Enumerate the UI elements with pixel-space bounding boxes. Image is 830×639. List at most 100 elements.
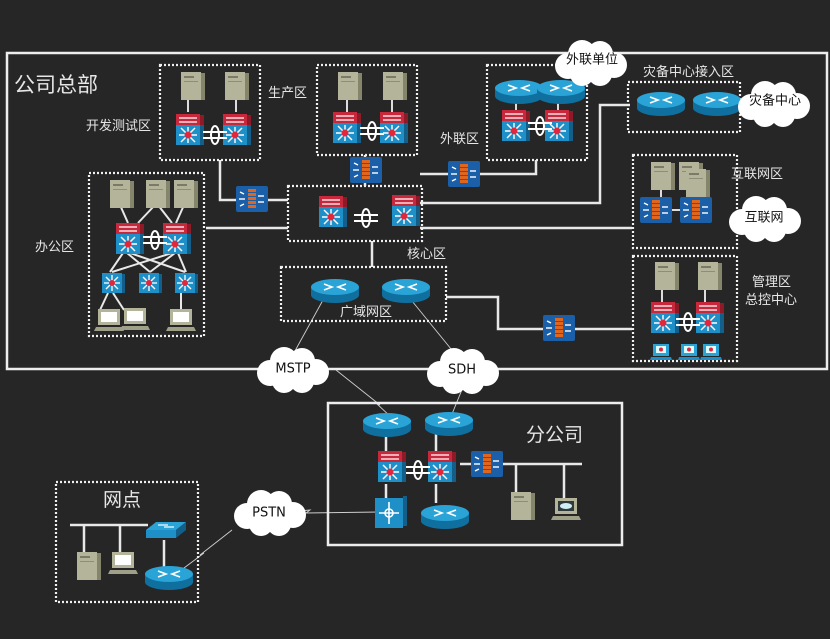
l3-switch-icon [377, 450, 407, 483]
firewall-icon [470, 450, 504, 478]
zone-label-office: 办公区 [35, 240, 75, 255]
cloud-label-pstn: PSTN [252, 505, 286, 521]
zone-production-box [315, 63, 419, 157]
router-icon [692, 91, 742, 117]
management-terminal-icon [678, 344, 700, 360]
router-icon [424, 411, 474, 437]
router-icon [636, 91, 686, 117]
server-icon [146, 180, 170, 208]
l3-switch-icon [222, 113, 252, 146]
zone-label-internet: 互联网区 [731, 167, 784, 182]
office-devices [94, 180, 199, 331]
dev-test-devices [175, 72, 252, 146]
zone-label-wan: 广域网区 [340, 305, 393, 320]
zone-dev-test-box [158, 63, 262, 162]
router-icon [494, 79, 544, 105]
zone-label-dr-access: 灾备中心接入区 [643, 65, 735, 80]
l3-switch-icon [115, 222, 145, 255]
cloud-label-sdh: SDH [447, 362, 477, 378]
multilayer-switch-icon [374, 495, 408, 529]
access-switch-icon [174, 272, 199, 294]
router-icon [144, 565, 194, 591]
zone-internet-box [631, 153, 739, 250]
zone-label-branch: 分公司 [526, 424, 584, 446]
server-icon [110, 180, 134, 208]
zone-core-box [286, 184, 424, 243]
production-devices [332, 72, 409, 144]
zone-outlet-box [54, 480, 200, 604]
branch-frame [326, 401, 624, 547]
l3-switch-icon [427, 450, 457, 483]
firewall-icon [447, 160, 481, 188]
firewall-icon [349, 156, 383, 184]
management-terminal-icon [700, 344, 722, 360]
l3-switch-icon [318, 195, 348, 228]
l3-switch-icon [544, 109, 574, 142]
server-icon [225, 72, 249, 100]
wan-links [175, 299, 471, 575]
terminal-icon [551, 498, 581, 520]
server-icon [698, 262, 722, 290]
zone-label-core: 核心区 [407, 247, 447, 262]
workstation-icon [166, 309, 196, 331]
firewall-icon [542, 314, 576, 342]
zone-label-outlet: 网点 [103, 489, 142, 511]
external-devices [494, 79, 586, 142]
zone-boxes [54, 63, 742, 604]
l3-switch-icon [379, 111, 409, 144]
l3-switch-icon [695, 301, 725, 334]
l3-switch-icon [501, 109, 531, 142]
server-icon [338, 72, 362, 100]
workstation-icon [94, 309, 124, 331]
server-icon [77, 552, 101, 580]
firewall-icon [679, 196, 713, 224]
lan-switch-icon [145, 521, 187, 539]
internet-zone-devices [639, 162, 713, 224]
router-icon [381, 278, 431, 304]
server-icon [651, 162, 675, 190]
zone-label-external: 外联区 [440, 132, 480, 147]
l3-switch-icon [391, 194, 421, 227]
access-switch-icon [101, 272, 126, 294]
cloud-label-mstp: MSTP [275, 361, 311, 377]
zone-label-dev-test: 开发测试区 [86, 119, 152, 134]
workstation-icon [108, 552, 138, 574]
outlet-devices [77, 521, 194, 591]
server-icon [174, 180, 198, 208]
firewall-icon [639, 196, 673, 224]
workstation-icon [120, 308, 150, 330]
l3-switch-icon [175, 113, 205, 146]
cloud-label-internet: 互联网 [744, 210, 784, 226]
access-switch-icon [138, 272, 163, 294]
firewall-icon [235, 185, 269, 213]
server-icon [655, 262, 679, 290]
links [70, 103, 632, 568]
server-icon [383, 72, 407, 100]
router-icon [362, 412, 412, 438]
zone-office-box [87, 171, 206, 338]
link-bundle-icon [405, 460, 431, 480]
core-devices [318, 194, 421, 228]
hq-frame [5, 51, 829, 371]
zone-wan-box [279, 265, 448, 323]
router-icon [420, 504, 470, 530]
l3-switch-icon [332, 111, 362, 144]
link-bundle-icon [353, 208, 379, 228]
zone-external-box [485, 63, 589, 162]
management-devices [650, 262, 725, 360]
zone-label-production: 生产区 [268, 86, 308, 101]
branch-devices [362, 411, 581, 530]
cloud-label-partner: 外联单位 [565, 52, 619, 68]
zone-management-box [631, 254, 739, 363]
l3-switch-icon [162, 222, 192, 255]
server-icon [511, 492, 535, 520]
l3-switch-icon [650, 301, 680, 334]
management-terminal-icon [650, 344, 672, 360]
router-icon [310, 278, 360, 304]
hq-title: 公司总部 [14, 73, 98, 97]
zone-label-management: 管理区 [752, 275, 792, 290]
zone-label-control-center: 总控中心 [745, 293, 798, 308]
cloud-label-dr-center: 灾备中心 [748, 93, 802, 109]
server-icon [686, 169, 710, 197]
